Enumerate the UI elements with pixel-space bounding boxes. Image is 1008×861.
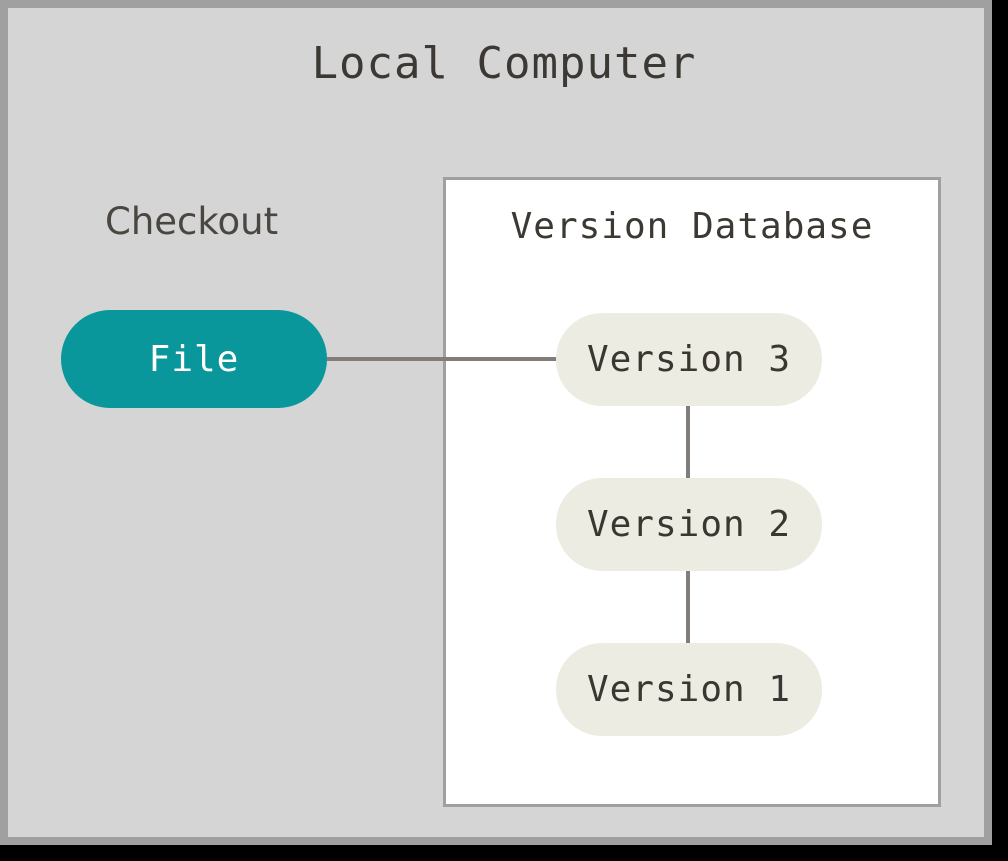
version-node-1-label: Version 1 [586,669,792,710]
version-node-2[interactable]: Version 2 [556,478,822,571]
version-node-2-label: Version 2 [586,504,792,545]
version-node-3[interactable]: Version 3 [556,313,822,406]
file-node[interactable]: File [61,310,327,408]
version-node-1[interactable]: Version 1 [556,643,822,736]
page-title: Local Computer [311,38,697,89]
version-node-3-label: Version 3 [586,339,792,380]
file-node-label: File [148,338,240,380]
checkout-label: Checkout [105,200,279,243]
version-database-title: Version Database [510,206,874,247]
connector-version2-to-version1 [686,569,690,645]
connector-version3-to-version2 [686,404,690,480]
connector-file-to-version3 [327,357,558,361]
